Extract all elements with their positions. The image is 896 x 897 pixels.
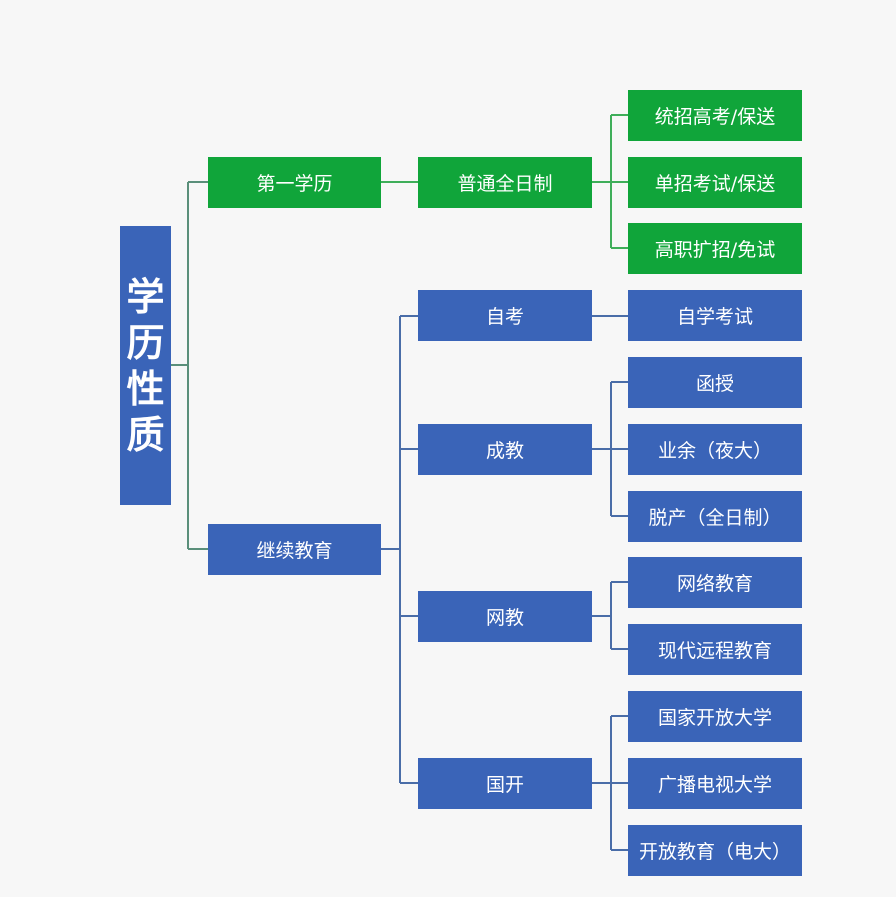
connector-guokai bbox=[592, 715, 628, 851]
node-continuing-education: 继续教育 bbox=[208, 524, 381, 575]
node-danzhao: 单招考试/保送 bbox=[628, 157, 802, 208]
node-tuochan: 脱产（全日制） bbox=[628, 491, 802, 542]
node-guojia: 国家开放大学 bbox=[628, 691, 802, 742]
connector-fulltime-children bbox=[592, 114, 628, 249]
node-tongzhao: 统招高考/保送 bbox=[628, 90, 802, 141]
connector-root bbox=[171, 181, 208, 550]
connector-continuing-children bbox=[381, 315, 418, 784]
node-guangbo: 广播电视大学 bbox=[628, 758, 802, 809]
node-fulltime: 普通全日制 bbox=[418, 157, 592, 208]
connector-chengjiao bbox=[592, 381, 628, 517]
root-char: 质 bbox=[126, 412, 165, 457]
node-yeyu: 业余（夜大） bbox=[628, 424, 802, 475]
node-hanshou: 函授 bbox=[628, 357, 802, 408]
root-char: 性 bbox=[126, 366, 165, 411]
node-xiandai: 现代远程教育 bbox=[628, 624, 802, 675]
root-node: 学 历 性 质 bbox=[120, 226, 171, 505]
node-zixue: 自学考试 bbox=[628, 290, 802, 341]
node-wangjiao: 网教 bbox=[418, 591, 592, 642]
node-first-degree: 第一学历 bbox=[208, 157, 381, 208]
node-chengjiao: 成教 bbox=[418, 424, 592, 475]
node-guokai: 国开 bbox=[418, 758, 592, 809]
node-zikao: 自考 bbox=[418, 290, 592, 341]
node-gaozhi: 高职扩招/免试 bbox=[628, 223, 802, 274]
root-char: 学 bbox=[126, 274, 165, 319]
root-char: 历 bbox=[126, 320, 165, 365]
connector-wangjiao bbox=[592, 581, 628, 650]
node-wangluo: 网络教育 bbox=[628, 557, 802, 608]
node-kaifang: 开放教育（电大） bbox=[628, 825, 802, 876]
